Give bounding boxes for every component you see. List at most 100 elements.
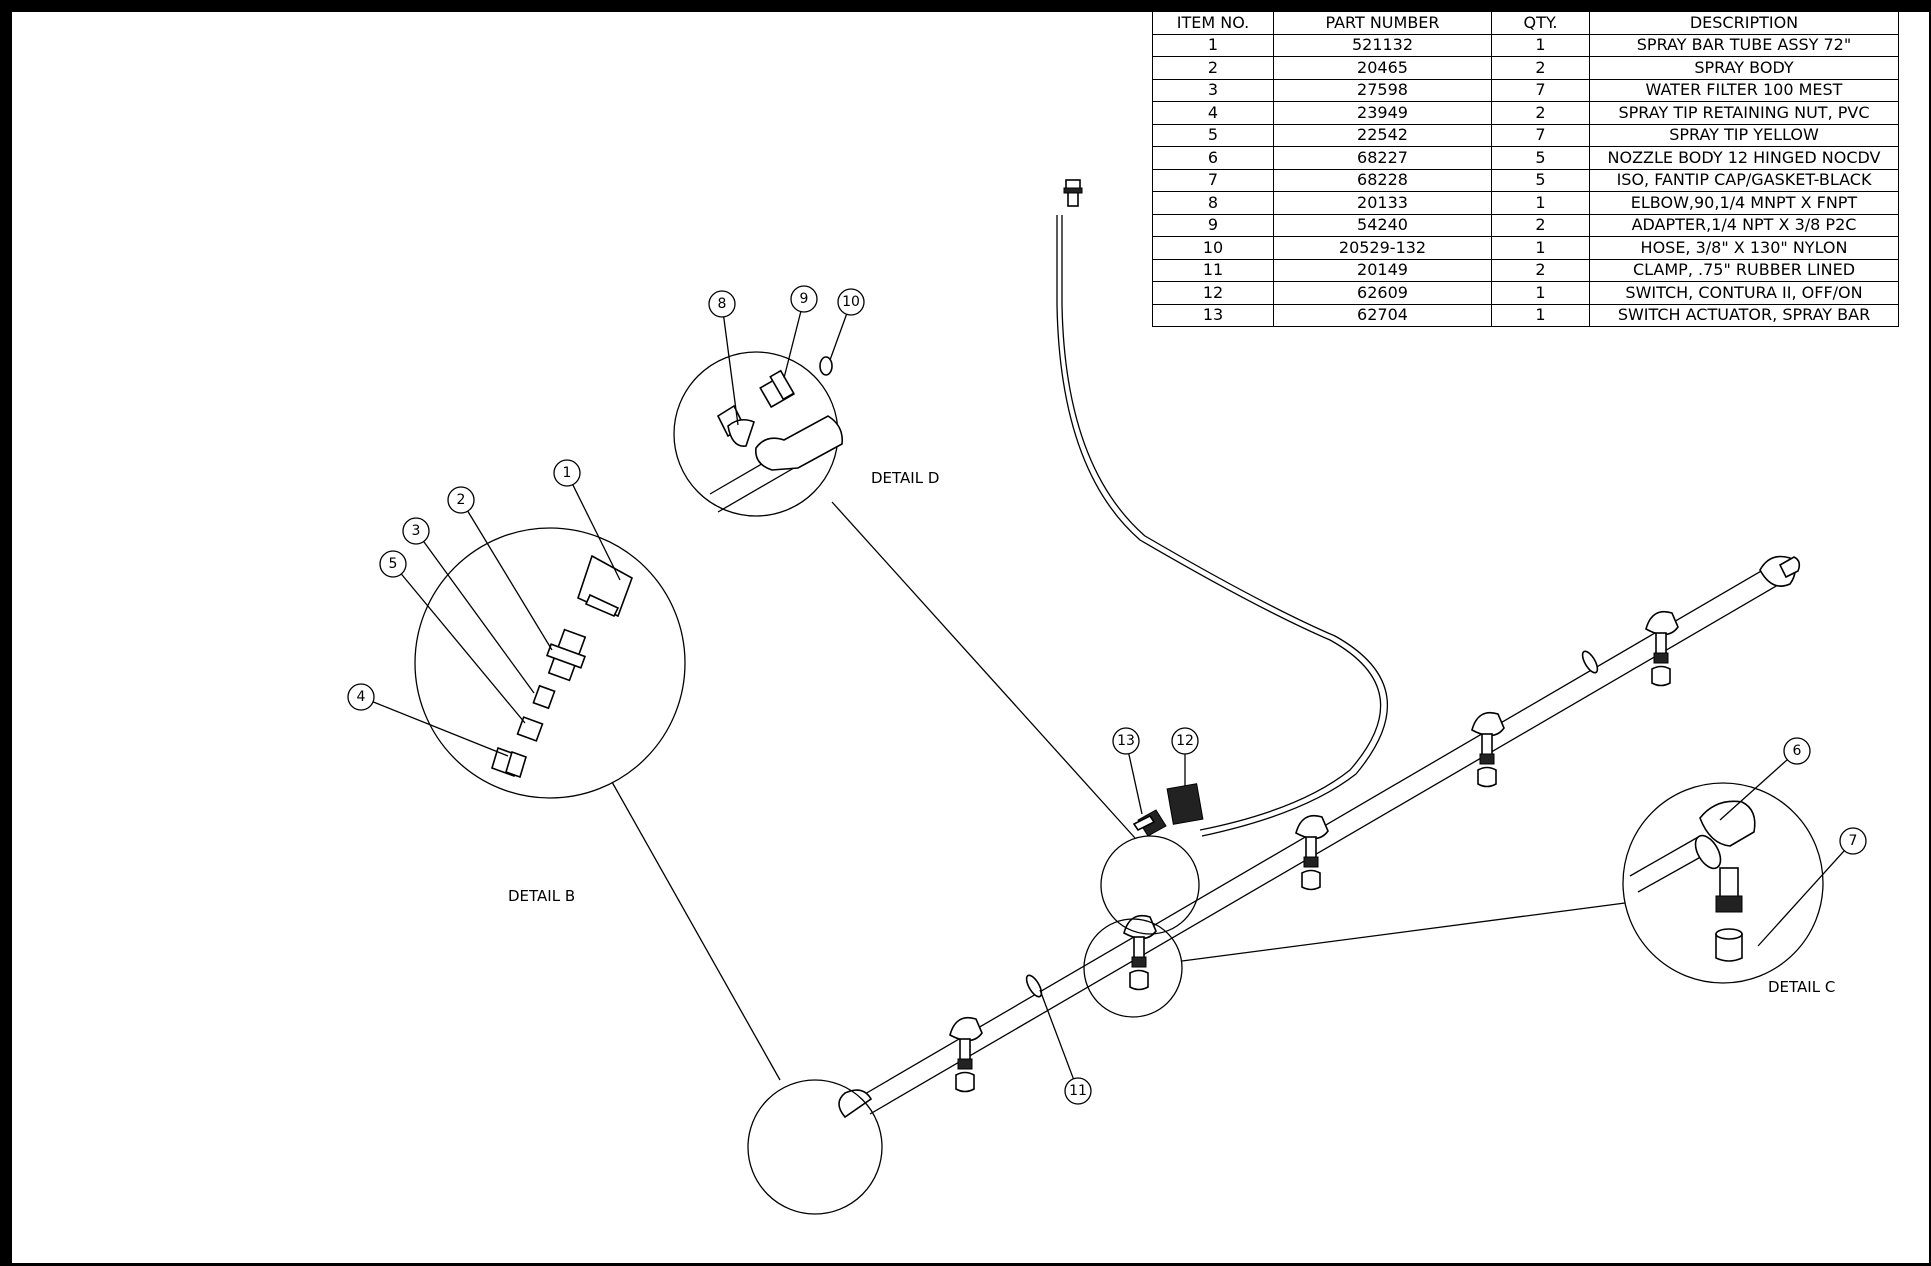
item-balloon xyxy=(347,683,375,711)
bom-cell-item-no: 10 xyxy=(1152,236,1274,260)
bom-cell-description: CLAMP, .75" RUBBER LINED xyxy=(1589,258,1899,282)
balloon-leader xyxy=(829,314,848,361)
detail-d-label: DETAIL D xyxy=(871,469,939,487)
bom-header-row: ITEM NO. PART NUMBER QTY. DESCRIPTION xyxy=(1152,11,1899,35)
bom-cell-item-no: 8 xyxy=(1152,191,1274,215)
bom-cell-description: HOSE, 3/8" X 130" NYLON xyxy=(1589,236,1899,260)
balloon-leader xyxy=(572,484,621,581)
item-balloon-number: 10 xyxy=(842,294,860,310)
item-balloon xyxy=(379,550,407,578)
bom-cell-part-number: 68228 xyxy=(1273,168,1492,192)
item-balloon xyxy=(1064,1077,1092,1105)
bom-cell-part-number: 54240 xyxy=(1273,213,1492,237)
balloon-leader xyxy=(1039,989,1075,1080)
nozzle-body xyxy=(1295,814,1329,891)
item-balloon xyxy=(1171,727,1199,755)
item-balloon xyxy=(790,285,818,313)
bom-cell-qty: 7 xyxy=(1491,123,1590,147)
bom-cell-description: SWITCH ACTUATOR, SPRAY BAR xyxy=(1589,303,1899,327)
bom-cell-part-number: 521132 xyxy=(1273,33,1492,57)
nozzle-body xyxy=(1471,711,1505,788)
item-balloon xyxy=(447,486,475,514)
item-balloon xyxy=(402,517,430,545)
bom-cell-description: ELBOW,90,1/4 MNPT X FNPT xyxy=(1589,191,1899,215)
item-balloon-number: 12 xyxy=(1176,733,1194,749)
balloon-leader xyxy=(467,510,553,651)
detail-b-label: DETAIL B xyxy=(508,887,575,905)
item-balloon-number: 9 xyxy=(800,291,809,307)
item-balloon xyxy=(1839,827,1867,855)
bom-cell-qty: 1 xyxy=(1491,33,1590,57)
balloon-leader xyxy=(783,311,802,379)
item-balloon xyxy=(837,288,865,316)
bom-cell-part-number: 62704 xyxy=(1273,303,1492,327)
bom-cell-part-number: 20149 xyxy=(1273,258,1492,282)
bom-cell-part-number: 20133 xyxy=(1273,191,1492,215)
bom-cell-qty: 2 xyxy=(1491,213,1590,237)
bom-cell-description: WATER FILTER 100 MEST xyxy=(1589,78,1899,102)
balloon-leader xyxy=(1757,850,1845,947)
item-balloon-number: 11 xyxy=(1069,1083,1087,1099)
item-balloon-number: 13 xyxy=(1117,733,1135,749)
nylon-hose xyxy=(1056,179,1389,837)
item-balloon-number: 6 xyxy=(1793,743,1802,759)
bom-cell-qty: 2 xyxy=(1491,101,1590,125)
detail-c-label: DETAIL C xyxy=(1768,978,1835,996)
balloon-leader xyxy=(423,541,535,694)
item-balloon xyxy=(553,459,581,487)
bom-cell-item-no: 4 xyxy=(1152,101,1274,125)
detail-c xyxy=(1181,782,1824,984)
balloon-leader xyxy=(400,573,526,724)
item-balloon xyxy=(1112,727,1140,755)
item-balloon xyxy=(1783,737,1811,765)
spray-bar-tube xyxy=(838,555,1801,1119)
bom-cell-description: NOZZLE BODY 12 HINGED NOCDV xyxy=(1589,146,1899,170)
bom-header-item-no: ITEM NO. xyxy=(1152,11,1274,35)
balloon-leader xyxy=(1128,753,1143,815)
bom-header-description: DESCRIPTION xyxy=(1589,11,1899,35)
bom-cell-description: ISO, FANTIP CAP/GASKET-BLACK xyxy=(1589,168,1899,192)
nozzle-assemblies xyxy=(949,610,1679,1093)
tube-clamps xyxy=(1025,650,1599,998)
bom-header-qty: QTY. xyxy=(1491,11,1590,35)
bom-cell-part-number: 23949 xyxy=(1273,101,1492,125)
bom-cell-qty: 1 xyxy=(1491,191,1590,215)
item-balloon-number: 1 xyxy=(563,465,572,481)
balloon-leader xyxy=(723,316,739,426)
bom-cell-description: SPRAY TIP RETAINING NUT, PVC xyxy=(1589,101,1899,125)
item-balloon-number: 8 xyxy=(718,296,727,312)
bom-cell-item-no: 9 xyxy=(1152,213,1274,237)
nozzle-body xyxy=(1123,914,1157,991)
nozzle-body xyxy=(1645,610,1679,687)
bom-cell-part-number: 22542 xyxy=(1273,123,1492,147)
balloon-leader xyxy=(1719,759,1788,821)
bom-cell-item-no: 11 xyxy=(1152,258,1274,282)
bom-cell-description: SWITCH, CONTURA II, OFF/ON xyxy=(1589,281,1899,305)
balloon-leader xyxy=(372,701,509,757)
item-balloon-number: 7 xyxy=(1849,833,1858,849)
bom-cell-part-number: 20529-132 xyxy=(1273,236,1492,260)
bom-cell-description: ADAPTER,1/4 NPT X 3/8 P2C xyxy=(1589,213,1899,237)
bom-cell-qty: 2 xyxy=(1491,258,1590,282)
bom-header-part-number: PART NUMBER xyxy=(1273,11,1492,35)
bom-cell-item-no: 3 xyxy=(1152,78,1274,102)
bom-cell-qty: 1 xyxy=(1491,303,1590,327)
bom-cell-item-no: 6 xyxy=(1152,146,1274,170)
bom-cell-item-no: 13 xyxy=(1152,303,1274,327)
detail-callout-circles xyxy=(747,835,1200,1215)
bom-cell-description: SPRAY BAR TUBE ASSY 72" xyxy=(1589,33,1899,57)
bom-cell-item-no: 7 xyxy=(1152,168,1274,192)
